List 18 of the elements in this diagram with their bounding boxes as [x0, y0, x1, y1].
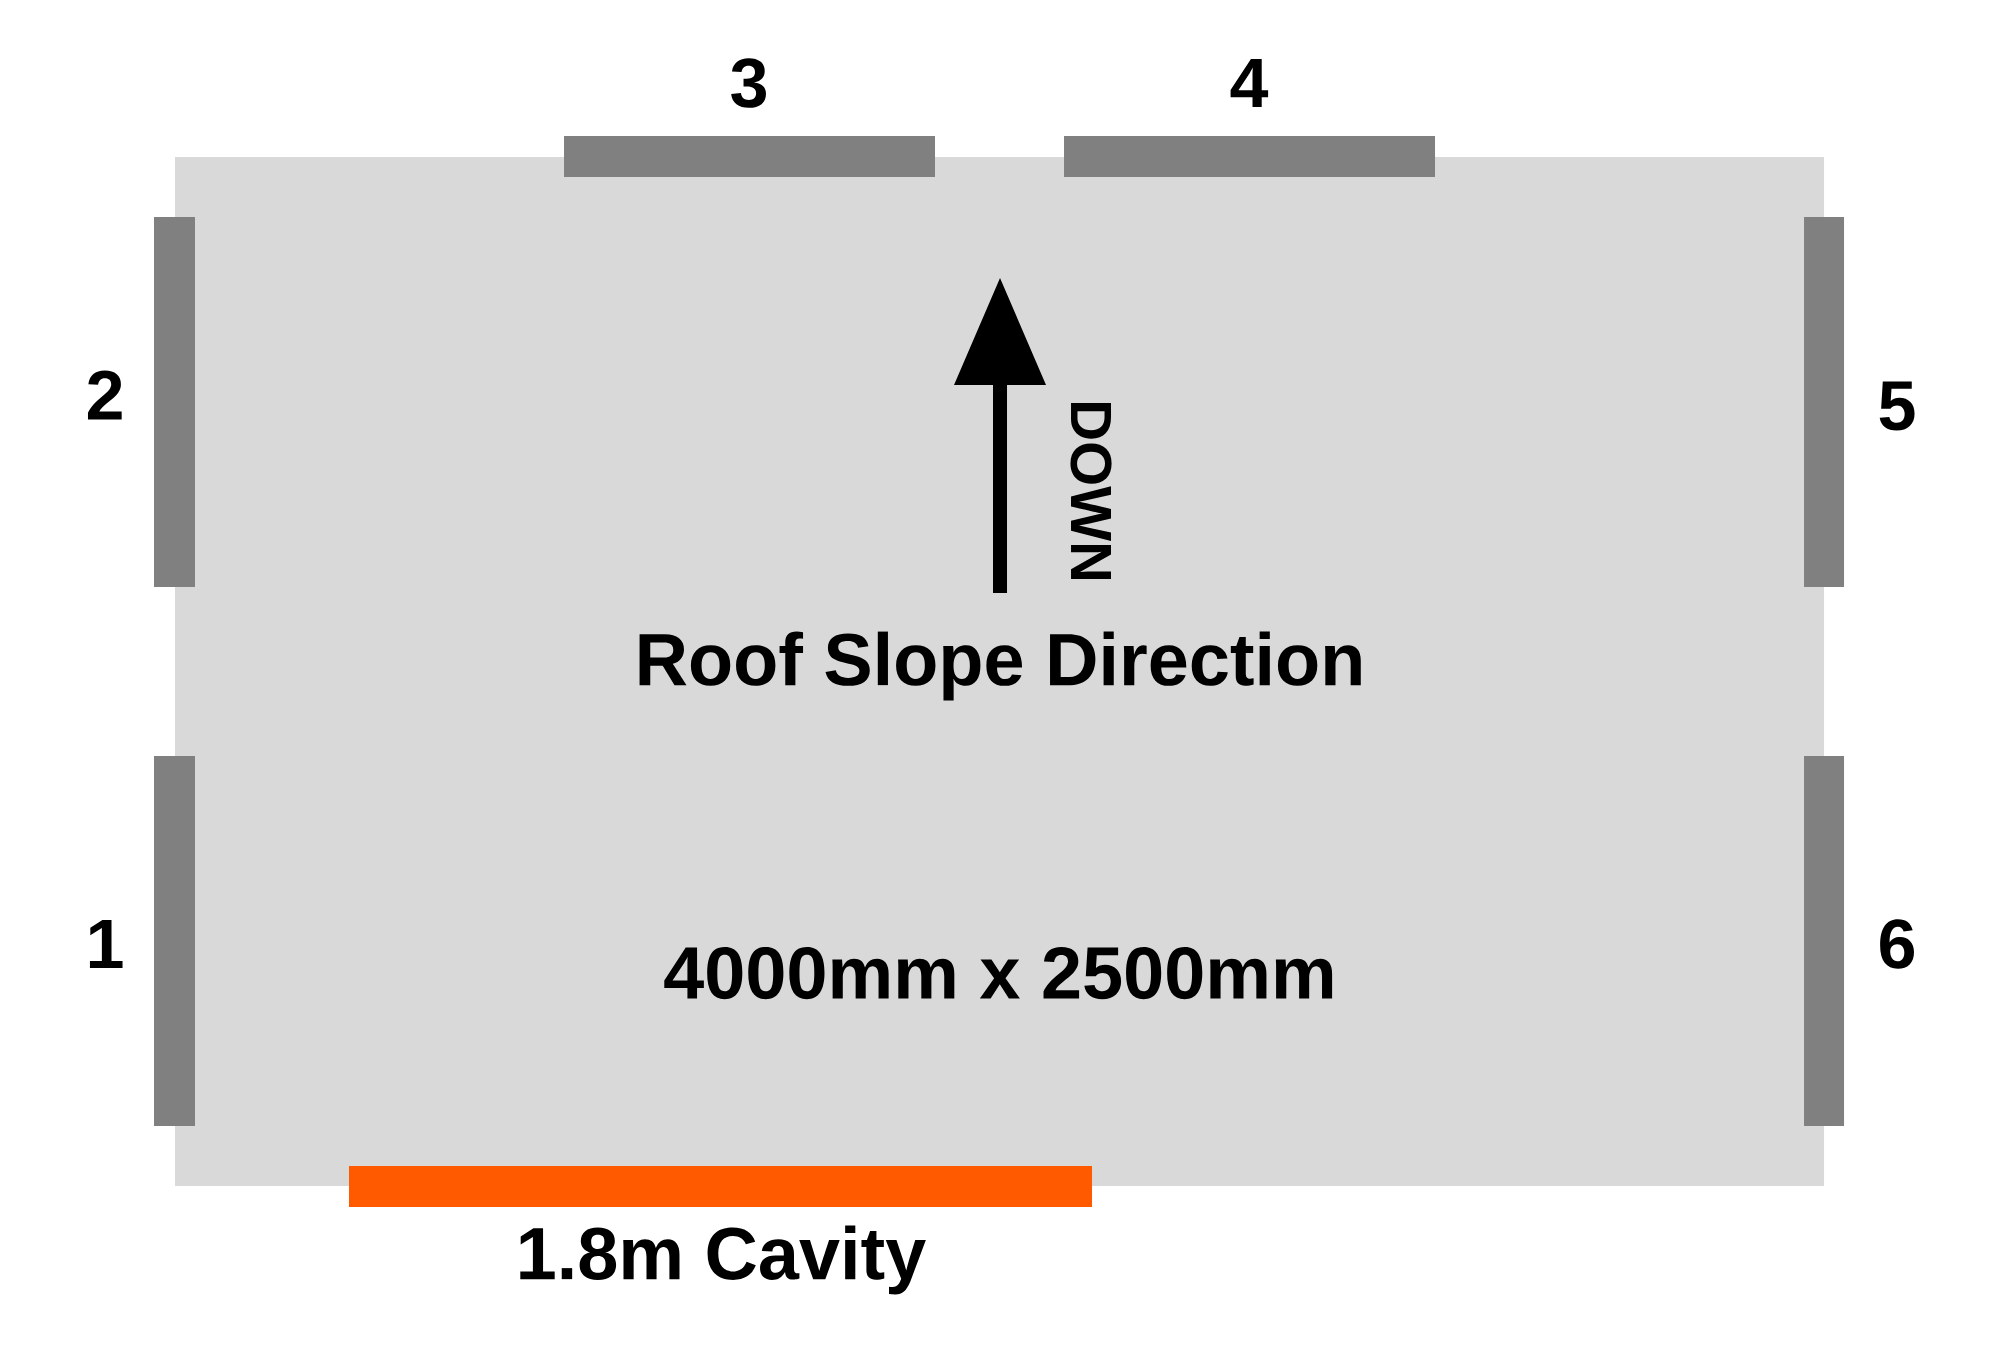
cavity-bar	[349, 1166, 1092, 1208]
callout-number: 1	[89, 919, 123, 969]
callout-number: 4	[1230, 58, 1269, 108]
cavity-label: 1.8m Cavity	[520, 1225, 926, 1295]
callout-number: 6	[1880, 919, 1914, 969]
direction-label: Roof Slope Direction	[639, 631, 1361, 701]
window-bar	[1804, 217, 1845, 587]
callout-number: 3	[731, 58, 766, 108]
callout-number: 5	[1879, 381, 1915, 431]
window-bar	[1804, 756, 1845, 1127]
window-bar	[154, 756, 195, 1127]
floor-plan-area	[175, 157, 1824, 1187]
direction-label: DOWN	[1070, 403, 1112, 580]
dimension-label: 4000mm x 2500mm	[664, 946, 1333, 1000]
window-bar	[564, 136, 935, 177]
window-bar	[1064, 136, 1435, 177]
callout-number: 2	[88, 370, 122, 420]
window-bar	[154, 217, 195, 587]
